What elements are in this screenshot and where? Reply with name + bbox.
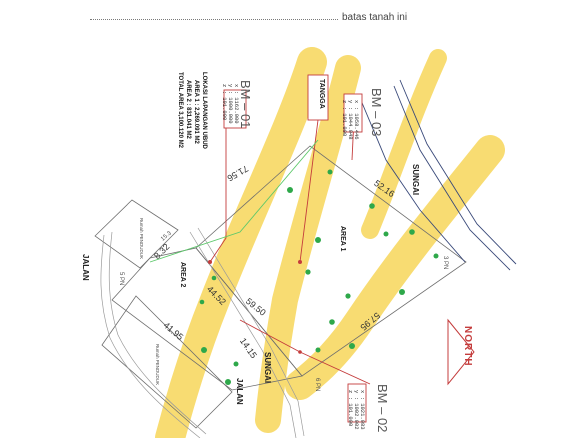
survey-point <box>298 260 302 264</box>
jalan-left-label: JALAN <box>81 254 90 281</box>
bm03-y: y : 1044.048 <box>347 100 354 140</box>
neighbor-parcel-upper <box>94 199 179 269</box>
river-bank <box>393 85 511 271</box>
bm02-y: y : 1002.002 <box>353 390 360 430</box>
highlight-band <box>361 49 447 239</box>
callouts <box>223 74 367 423</box>
highlight-band <box>155 47 327 438</box>
survey-points <box>208 260 302 354</box>
survey-point <box>208 260 212 264</box>
highlight-band <box>285 135 505 400</box>
river-bank <box>399 79 517 265</box>
jalan-bottom-label: JALAN <box>235 378 244 405</box>
tree-marker <box>383 231 389 237</box>
roads <box>100 227 305 438</box>
tree-marker <box>201 347 207 353</box>
bm03-label: BM – 03 <box>369 88 384 137</box>
river <box>359 79 517 271</box>
boundary-note-label: batas tanah ini <box>342 12 408 23</box>
highlight-band <box>255 55 361 433</box>
parcel-upper-label: Rumah PENDUDUK <box>139 218 144 260</box>
bm02-z: z : 101.000 <box>347 390 354 427</box>
tree-marker <box>327 169 333 175</box>
green-traverse <box>149 139 319 263</box>
area-2-label: AREA 2 <box>179 262 186 288</box>
river-bank <box>359 97 466 263</box>
location-line-2: AREA 1 : 2,269.091 M2 <box>193 80 199 144</box>
road-edge <box>100 234 201 438</box>
north-arrow-outline <box>447 318 475 386</box>
road-edge <box>197 227 305 437</box>
bm03-z: z : 101.000 <box>341 100 348 137</box>
traverse-line <box>149 139 319 263</box>
tree-marker <box>399 289 405 295</box>
tree-marker <box>369 203 375 209</box>
tree-marker <box>315 237 321 243</box>
tree-marker <box>211 275 217 281</box>
tree-marker <box>225 379 231 385</box>
tangga-label: TANGGA <box>318 79 325 109</box>
tree-marker <box>287 187 293 193</box>
location-line-1: LOKASI LAPANGAN UBUD <box>201 72 207 149</box>
marker-label-4: 6 PN <box>314 378 320 392</box>
bm01-z: z : 101.000 <box>221 84 228 121</box>
tangga-callout-box <box>307 74 329 121</box>
parcel-lower-label: Rumah PENDUDUK <box>155 344 160 386</box>
tree-marker <box>233 361 239 367</box>
leader-line <box>209 128 227 263</box>
marker-label-3: 3 PN <box>442 256 448 270</box>
bm02-x: x : 1021.083 <box>359 390 366 430</box>
marker-label-2: 5 PN <box>118 272 124 286</box>
trees <box>199 169 439 385</box>
boundary-note: batas tanah ini <box>0 12 584 28</box>
road-edge <box>108 231 207 435</box>
bm02-label: BM – 02 <box>375 384 390 433</box>
bm01-x: x : 1162.000 <box>233 84 240 124</box>
bm01-label: BM – 01 <box>238 80 253 129</box>
survey-point <box>298 350 302 354</box>
north-label: NORTH <box>462 326 473 367</box>
neighbor-parcel-lower <box>101 295 233 429</box>
highlight-bands <box>155 47 505 438</box>
location-line-3: AREA 2 : 831.041 M2 <box>185 80 191 139</box>
location-line-4: TOTAL AREA 3,100.120 M2 <box>177 72 183 148</box>
tree-marker <box>409 229 415 235</box>
bm03-callout-box <box>343 93 363 133</box>
tree-marker <box>345 293 351 299</box>
tree-marker <box>433 253 439 259</box>
bm03-x: x : 1058.446 <box>353 100 360 140</box>
sungai-bottom-label: SUNGAI <box>263 352 272 384</box>
tree-marker <box>349 343 355 349</box>
bm01-callout-box <box>223 89 247 129</box>
bm02-callout-box <box>347 383 367 423</box>
tree-marker <box>305 269 311 275</box>
tree-marker <box>329 319 335 325</box>
north-arrow <box>447 318 475 386</box>
tree-marker <box>199 299 205 305</box>
area-1-label: AREA 1 <box>339 226 346 252</box>
boundary-leader-line <box>90 19 338 20</box>
sungai-top-label: SUNGAI <box>411 164 420 196</box>
road-edge <box>189 231 297 438</box>
bm01-y: y : 1000.000 <box>227 84 234 124</box>
tree-marker <box>315 347 321 353</box>
